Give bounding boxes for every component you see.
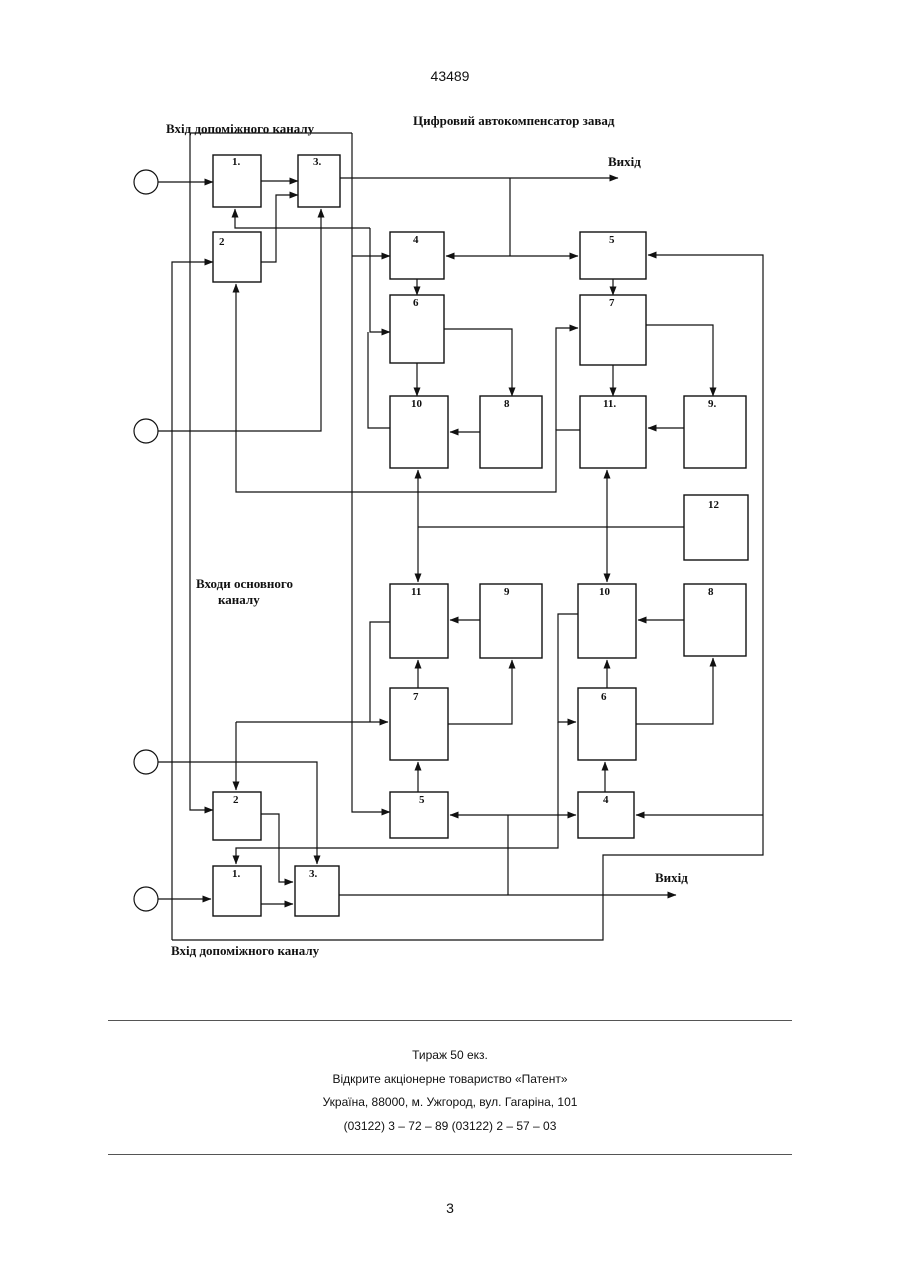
label-aux-input-top: Вхід допоміжного каналу [166,121,315,136]
input-terminal-main-top [134,419,158,443]
bottom-block-6: 6 [578,688,636,760]
top-block-10: 10 [390,396,448,468]
top-block-1: 1. [213,155,261,207]
label-output-top: Вихід [608,154,641,169]
bottom-block-5: 5 [390,792,448,838]
footer-rule-bottom [108,1154,792,1155]
label-main-inputs-line2: каналу [218,592,260,607]
page-number: 3 [0,1200,900,1216]
svg-text:9: 9 [504,586,510,598]
svg-text:10: 10 [411,398,423,410]
svg-text:8: 8 [504,398,510,410]
top-block-9: 9. [684,396,746,468]
bottom-block-3: 3. [295,866,339,916]
svg-text:9.: 9. [708,398,717,410]
top-block-3: 3. [298,155,340,207]
publisher-address: Україна, 88000, м. Ужгород, вул. Гагарін… [0,1091,900,1115]
label-aux-input-bottom: Вхід допоміжного каналу [171,943,320,958]
svg-text:4: 4 [603,794,609,806]
svg-text:11: 11 [411,586,421,598]
bottom-block-4: 4 [578,792,634,838]
diagram-title: Цифровий автокомпенсатор завад [413,113,615,128]
bottom-block-9: 9 [480,584,542,658]
center-bus [418,470,684,582]
svg-text:1.: 1. [232,156,241,168]
svg-text:2: 2 [219,236,225,248]
svg-text:10: 10 [599,586,611,598]
input-terminal-aux-bottom [134,887,158,911]
print-run: Тираж 50 екз. [0,1044,900,1068]
block-12: 12 [684,495,748,560]
bottom-connections [158,614,763,904]
label-main-inputs-line1: Входи основного [196,576,293,591]
top-block-8: 8 [480,396,542,468]
label-output-bottom: Вихід [655,870,688,885]
svg-text:3.: 3. [309,868,318,880]
input-terminal-main-bottom [134,750,158,774]
block-diagram: Вхід допоміжного каналу Цифровий автоком… [0,0,900,1000]
svg-text:5: 5 [419,794,425,806]
bottom-block-2: 2 [213,792,261,840]
svg-text:8: 8 [708,586,714,598]
svg-text:12: 12 [708,499,720,511]
svg-text:11.: 11. [603,398,616,410]
publisher-name: Відкрите акціонерне товариство «Патент» [0,1068,900,1092]
frame-line-left-inner [190,133,213,810]
top-block-2: 2 [213,232,261,282]
svg-text:6: 6 [413,297,419,309]
bottom-block-8: 8 [684,584,746,656]
svg-text:6: 6 [601,691,607,703]
svg-text:2: 2 [233,794,239,806]
bottom-block-11: 11 [390,584,448,658]
svg-text:1.: 1. [232,868,241,880]
svg-text:3.: 3. [313,156,322,168]
frame-line-left-outer [172,262,213,940]
publisher-phones: (03122) 3 – 72 – 89 (03122) 2 – 57 – 03 [0,1115,900,1139]
svg-text:4: 4 [413,234,419,246]
svg-text:7: 7 [413,691,419,703]
bottom-block-10: 10 [578,584,636,658]
top-block-6: 6 [390,295,444,363]
bottom-block-1: 1. [213,866,261,916]
svg-text:5: 5 [609,234,615,246]
top-block-11: 11. [580,396,646,468]
top-block-4: 4 [390,232,444,279]
input-terminal-aux-top [134,170,158,194]
frame-line-right-inner [352,133,390,812]
publisher-footer: Тираж 50 екз. Відкрите акціонерне товари… [0,1044,900,1138]
top-block-7: 7 [580,295,646,365]
svg-text:7: 7 [609,297,615,309]
footer-rule-top [108,1020,792,1021]
top-block-5: 5 [580,232,646,279]
bottom-block-7: 7 [390,688,448,760]
